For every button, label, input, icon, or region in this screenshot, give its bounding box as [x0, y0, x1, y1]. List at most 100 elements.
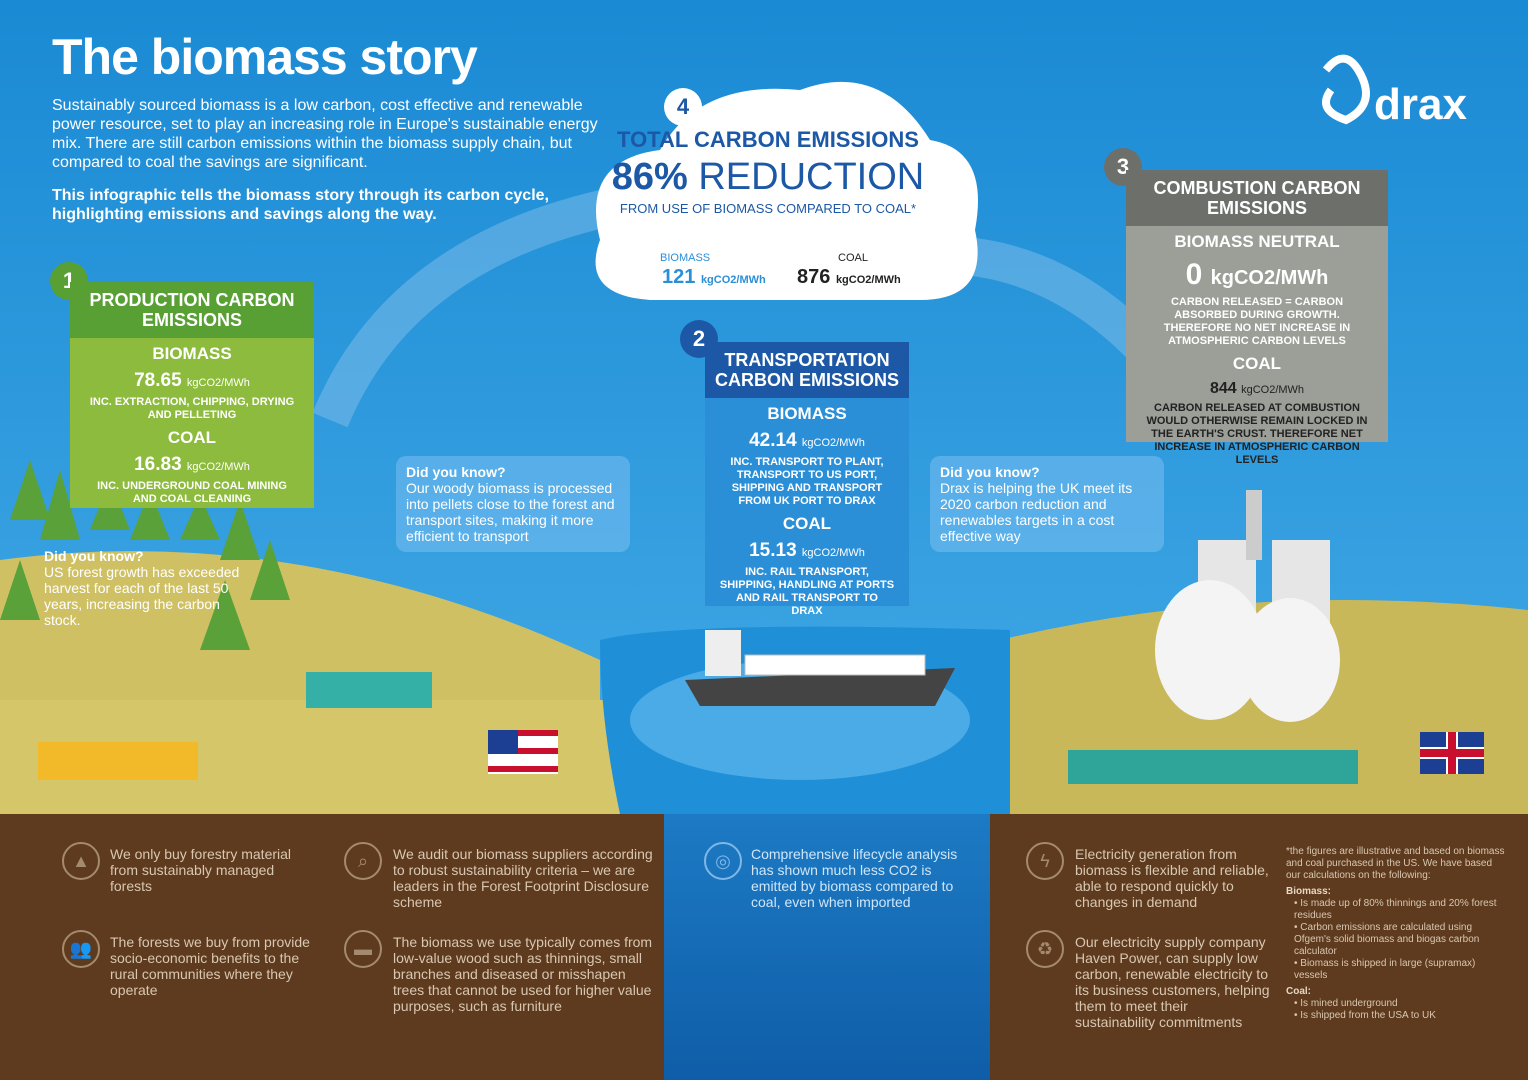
- dyk-heading: Did you know?: [44, 548, 144, 564]
- footnote-item: • Is made up of 80% thinnings and 20% fo…: [1294, 898, 1497, 921]
- footnote-item: • Carbon emissions are calculated using …: [1294, 922, 1480, 957]
- cloud-biomass-label: BIOMASS: [660, 252, 711, 264]
- dyk-heading: Did you know?: [940, 464, 1040, 480]
- transport-biomass-value: 42.14 kgCO2/MWh: [705, 430, 909, 452]
- production-biomass-note: INC. EXTRACTION, CHIPPING, DRYING AND PE…: [89, 396, 295, 421]
- dyk-pellets-text: Our woody biomass is processed into pell…: [406, 480, 615, 544]
- did-you-know-drax: Did you know? Drax is helping the UK mee…: [930, 456, 1164, 552]
- combustion-header: COMBUSTION CARBON EMISSIONS: [1126, 170, 1388, 226]
- uk-flag: [1420, 732, 1484, 774]
- footnote-item-text: Is made up of 80% thinnings and 20% fore…: [1294, 898, 1497, 921]
- combustion-biomass-label: BIOMASS NEUTRAL: [1174, 232, 1340, 251]
- log-truck: [38, 742, 198, 780]
- transport-coal-value: 15.13 kgCO2/MWh: [705, 540, 909, 562]
- footnote-item-text: Carbon emissions are calculated using Of…: [1294, 922, 1480, 957]
- combustion-coal-note: CARBON RELEASED AT COMBUSTION WOULD OTHE…: [1146, 402, 1368, 466]
- cargo-ship: [685, 630, 955, 706]
- fact-lifecycle-analysis: Comprehensive lifecycle analysis has sho…: [751, 846, 958, 910]
- drax-logo-mark-icon: [1322, 54, 1370, 125]
- power-station: [1155, 490, 1340, 722]
- footnote-item: • Is shipped from the USA to UK: [1294, 1010, 1436, 1021]
- magnifier-icon: ⌕: [344, 842, 382, 880]
- recycle-icon: ♻: [1026, 930, 1064, 968]
- transport-header: TRANSPORTATION CARBON EMISSIONS: [705, 342, 909, 398]
- transport-emissions-box: TRANSPORTATION CARBON EMISSIONS BIOMASS …: [705, 342, 909, 617]
- fact-socio-economic: The forests we buy from provide socio-ec…: [110, 934, 310, 998]
- production-coal-value: 16.83 kgCO2/MWh: [70, 454, 314, 476]
- combustion-emissions-box: COMBUSTION CARBON EMISSIONS BIOMASS NEUT…: [1126, 170, 1388, 466]
- cloud-biomass-unit: kgCO2/MWh: [700, 274, 766, 286]
- footnote-item-text: Is mined underground: [1300, 998, 1398, 1009]
- dyk-drax-text: Drax is helping the UK meet its 2020 car…: [940, 480, 1133, 544]
- us-flag: [488, 730, 558, 774]
- globe-icon: ◎: [704, 842, 742, 880]
- footnote-biomass-heading: Biomass:: [1286, 886, 1332, 897]
- cloud-coal-number: 876: [797, 266, 831, 288]
- production-emissions-box: PRODUCTION CARBON EMISSIONS BIOMASS 78.6…: [70, 282, 314, 508]
- total-emissions-title: TOTAL CARBON EMISSIONS: [617, 127, 919, 152]
- transport-biomass-note: INC. TRANSPORT TO PLANT, TRANSPORT TO US…: [730, 456, 884, 507]
- total-emissions-panel: TOTAL CARBON EMISSIONS 86% REDUCTION FRO…: [598, 127, 938, 217]
- combustion-coal-unit: kgCO2/MWh: [1241, 384, 1305, 396]
- cloud-biomass-value: 121 kgCO2/MWh: [662, 266, 766, 289]
- combustion-biomass-note: CARBON RELEASED = CARBON ABSORBED DURING…: [1163, 296, 1351, 347]
- did-you-know-pellets: Did you know? Our woody biomass is proce…: [396, 456, 630, 552]
- production-coal-unit: kgCO2/MWh: [186, 461, 250, 473]
- fact-low-value-wood: The biomass we use typically comes from …: [393, 934, 653, 1014]
- production-biomass-label: BIOMASS: [152, 344, 232, 363]
- wood-truck-icon: ▬: [344, 930, 382, 968]
- fact-audit-suppliers: We audit our biomass suppliers according…: [393, 846, 653, 910]
- transport-coal-number: 15.13: [749, 540, 797, 561]
- combustion-coal-label: COAL: [1232, 354, 1282, 373]
- transport-coal-unit: kgCO2/MWh: [801, 547, 865, 559]
- production-biomass-unit: kgCO2/MWh: [186, 377, 250, 389]
- footnote-biomass-list: • Is made up of 80% thinnings and 20% fo…: [1286, 898, 1508, 982]
- transport-biomass-unit: kgCO2/MWh: [801, 437, 865, 449]
- footnote: *the figures are illustrative and based …: [1286, 846, 1508, 1022]
- footnote-intro: *the figures are illustrative and based …: [1286, 846, 1505, 881]
- cloud-coal-unit: kgCO2/MWh: [835, 274, 901, 286]
- production-biomass-number: 78.65: [134, 370, 182, 391]
- combustion-biomass-value: 0 kgCO2/MWh: [1126, 258, 1388, 292]
- combustion-biomass-unit: kgCO2/MWh: [1210, 267, 1329, 289]
- transport-coal-note: INC. RAIL TRANSPORT, SHIPPING, HANDLING …: [719, 566, 895, 617]
- footnote-item-text: Biomass is shipped in large (supramax) v…: [1294, 958, 1476, 981]
- fact-sustainable-forests: We only buy forestry material from susta…: [110, 846, 292, 894]
- page-title: The biomass story: [52, 29, 478, 85]
- combustion-coal-value: 844 kgCO2/MWh: [1126, 380, 1388, 398]
- dyk-heading: Did you know?: [406, 464, 506, 480]
- transport-coal-label: COAL: [782, 514, 832, 533]
- coal-train: [1068, 750, 1358, 784]
- production-coal-label: COAL: [167, 428, 217, 447]
- reduction-headline: 86% REDUCTION: [598, 156, 938, 199]
- transport-biomass-label: BIOMASS: [767, 404, 847, 423]
- drax-logo-text: drax: [1374, 80, 1467, 129]
- step-number-4: 4: [664, 88, 702, 126]
- reduction-subtitle: FROM USE OF BIOMASS COMPARED TO COAL*: [619, 201, 917, 216]
- combustion-coal-number: 844: [1209, 380, 1237, 397]
- people-icon: 👥: [62, 930, 100, 968]
- cloud-coal-label: COAL: [838, 252, 868, 264]
- dyk-forest-text: US forest growth has exceeded harvest fo…: [44, 564, 240, 628]
- transport-biomass-number: 42.14: [749, 430, 797, 451]
- cycle-arrow-left: [312, 186, 624, 428]
- production-coal-number: 16.83: [134, 454, 182, 475]
- did-you-know-forest: Did you know? US forest growth has excee…: [44, 548, 254, 628]
- footnote-item: • Is mined underground: [1294, 998, 1398, 1009]
- cloud-biomass-number: 121: [662, 266, 696, 288]
- fact-haven-power: Our electricity supply company Haven Pow…: [1075, 934, 1270, 1030]
- production-coal-note: INC. UNDERGROUND COAL MINING AND COAL CL…: [97, 480, 287, 505]
- reduction-percent: 86%: [611, 156, 688, 198]
- intro-paragraph: Sustainably sourced biomass is a low car…: [52, 97, 598, 171]
- cloud-coal-value: 876 kgCO2/MWh: [797, 266, 901, 289]
- footnote-coal-heading: Coal:: [1286, 986, 1311, 997]
- chip-truck: [306, 672, 432, 708]
- cloud-shape: [595, 81, 978, 301]
- footnote-item: • Biomass is shipped in large (supramax)…: [1294, 958, 1476, 981]
- intro-highlight: This infographic tells the biomass story…: [52, 187, 549, 223]
- combustion-biomass-number: 0: [1185, 258, 1203, 291]
- production-biomass-value: 78.65 kgCO2/MWh: [70, 370, 314, 392]
- footnote-item-text: Is shipped from the USA to UK: [1300, 1010, 1436, 1021]
- drax-logo: drax: [1306, 50, 1486, 140]
